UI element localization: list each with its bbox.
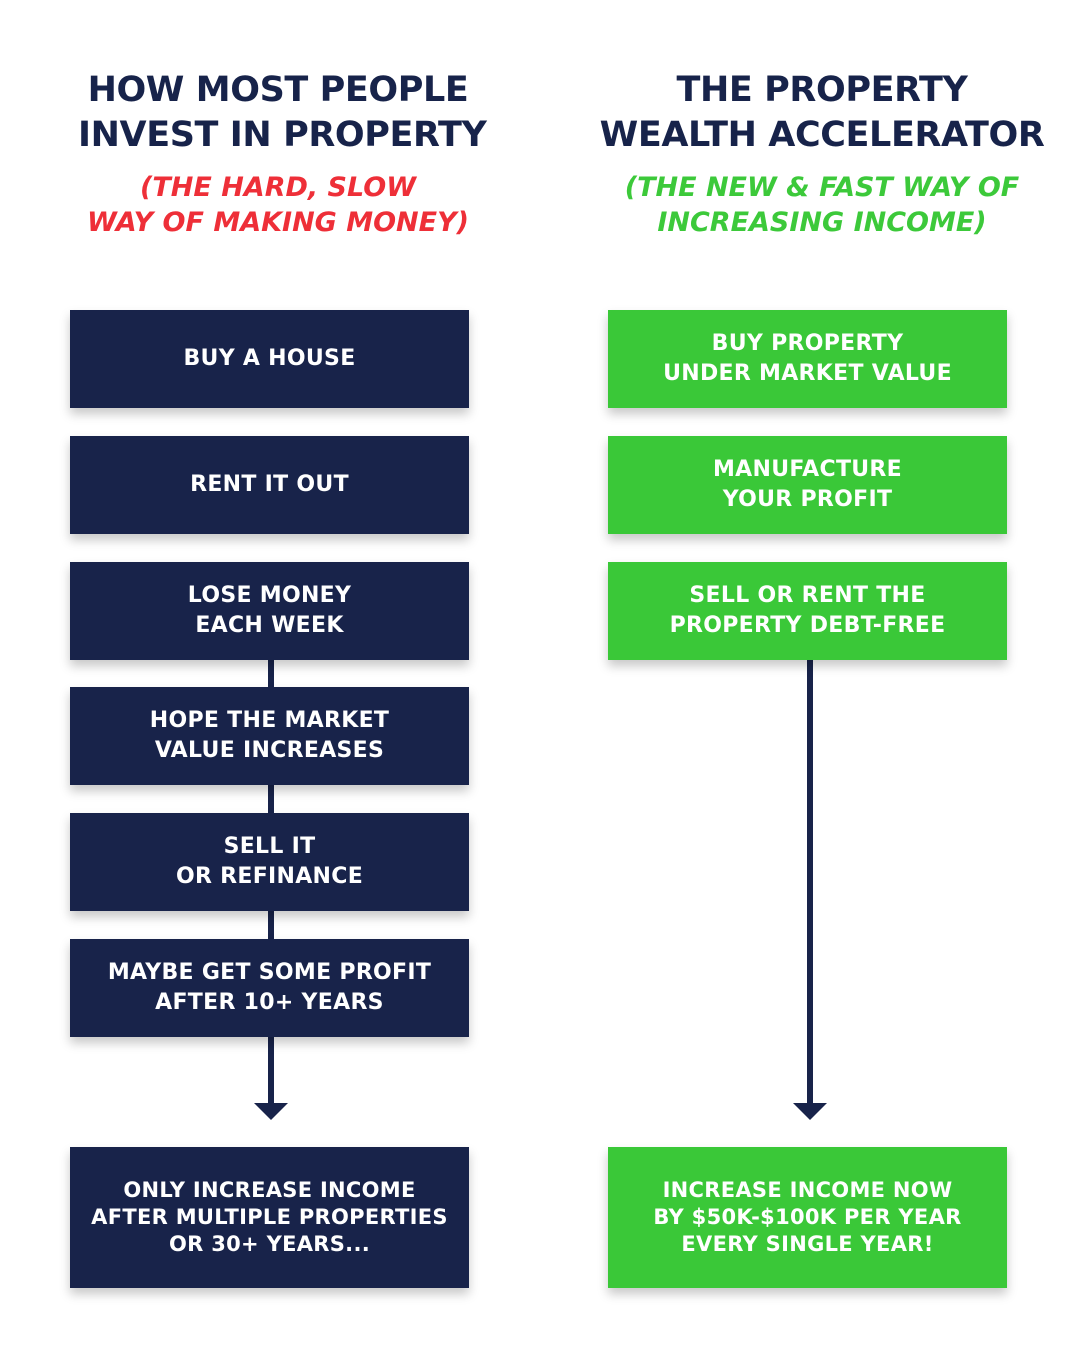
right-subheading-line: (THE NEW & FAST WAY OF <box>624 172 1020 203</box>
step-label: OR REFINANCE <box>175 864 364 889</box>
left-step-sell-or-refinance: SELL IT OR REFINANCE <box>70 813 469 911</box>
left-subheading-line: WAY OF MAKING MONEY) <box>86 207 469 238</box>
step-label: HOPE THE MARKET <box>149 708 390 733</box>
step-label: SELL IT <box>223 834 316 859</box>
outcome-label: BY $50K-$100K PER YEAR <box>653 1205 962 1229</box>
left-step-rent-it-out: RENT IT OUT <box>70 436 469 534</box>
outcome-label: ONLY INCREASE INCOME <box>123 1178 416 1202</box>
right-step-buy-under-market: BUY PROPERTY UNDER MARKET VALUE <box>608 310 1007 408</box>
step-label: LOSE MONEY <box>187 583 352 608</box>
left-heading-line: INVEST IN PROPERTY <box>78 115 487 155</box>
step-label: RENT IT OUT <box>190 472 349 497</box>
step-label: MAYBE GET SOME PROFIT <box>107 960 432 985</box>
step-label: VALUE INCREASES <box>154 738 385 763</box>
left-step-maybe-profit: MAYBE GET SOME PROFIT AFTER 10+ YEARS <box>70 939 469 1037</box>
step-label: MANUFACTURE <box>712 457 902 482</box>
step-label: UNDER MARKET VALUE <box>663 361 952 386</box>
step-label: BUY A HOUSE <box>183 346 356 371</box>
outcome-label: INCREASE INCOME NOW <box>662 1178 953 1202</box>
outcome-label: EVERY SINGLE YEAR! <box>681 1232 934 1256</box>
right-outcome: INCREASE INCOME NOW BY $50K-$100K PER YE… <box>608 1147 1007 1288</box>
left-arrowhead-icon <box>254 1103 288 1120</box>
step-label: SELL OR RENT THE <box>689 583 926 608</box>
left-step-buy-a-house: BUY A HOUSE <box>70 310 469 408</box>
left-heading-line: HOW MOST PEOPLE <box>87 70 469 110</box>
step-label: BUY PROPERTY <box>711 331 904 356</box>
right-column-heading: THE PROPERTY WEALTH ACCELERATOR <box>597 68 1047 158</box>
step-label: EACH WEEK <box>195 613 344 638</box>
left-column-subheading: (THE HARD, SLOW WAY OF MAKING MONEY) <box>78 170 478 240</box>
right-heading-line: THE PROPERTY <box>676 70 968 110</box>
right-column-subheading: (THE NEW & FAST WAY OF INCREASING INCOME… <box>622 170 1022 240</box>
left-step-hope-market: HOPE THE MARKET VALUE INCREASES <box>70 687 469 785</box>
right-step-manufacture-profit: MANUFACTURE YOUR PROFIT <box>608 436 1007 534</box>
right-step-sell-or-rent: SELL OR RENT THE PROPERTY DEBT-FREE <box>608 562 1007 660</box>
left-subheading-line: (THE HARD, SLOW <box>140 172 416 203</box>
left-outcome: ONLY INCREASE INCOME AFTER MULTIPLE PROP… <box>70 1147 469 1288</box>
right-arrowhead-icon <box>793 1103 827 1120</box>
step-label: YOUR PROFIT <box>722 487 893 512</box>
outcome-label: OR 30+ YEARS... <box>169 1232 370 1256</box>
step-label: PROPERTY DEBT-FREE <box>669 613 946 638</box>
step-label: AFTER 10+ YEARS <box>155 990 384 1015</box>
right-heading-line: WEALTH ACCELERATOR <box>599 115 1045 155</box>
right-subheading-line: INCREASING INCOME) <box>657 207 987 238</box>
right-flow-connector <box>807 640 813 1110</box>
left-step-lose-money: LOSE MONEY EACH WEEK <box>70 562 469 660</box>
left-column-heading: HOW MOST PEOPLE INVEST IN PROPERTY <box>78 68 487 158</box>
outcome-label: AFTER MULTIPLE PROPERTIES <box>91 1205 448 1229</box>
